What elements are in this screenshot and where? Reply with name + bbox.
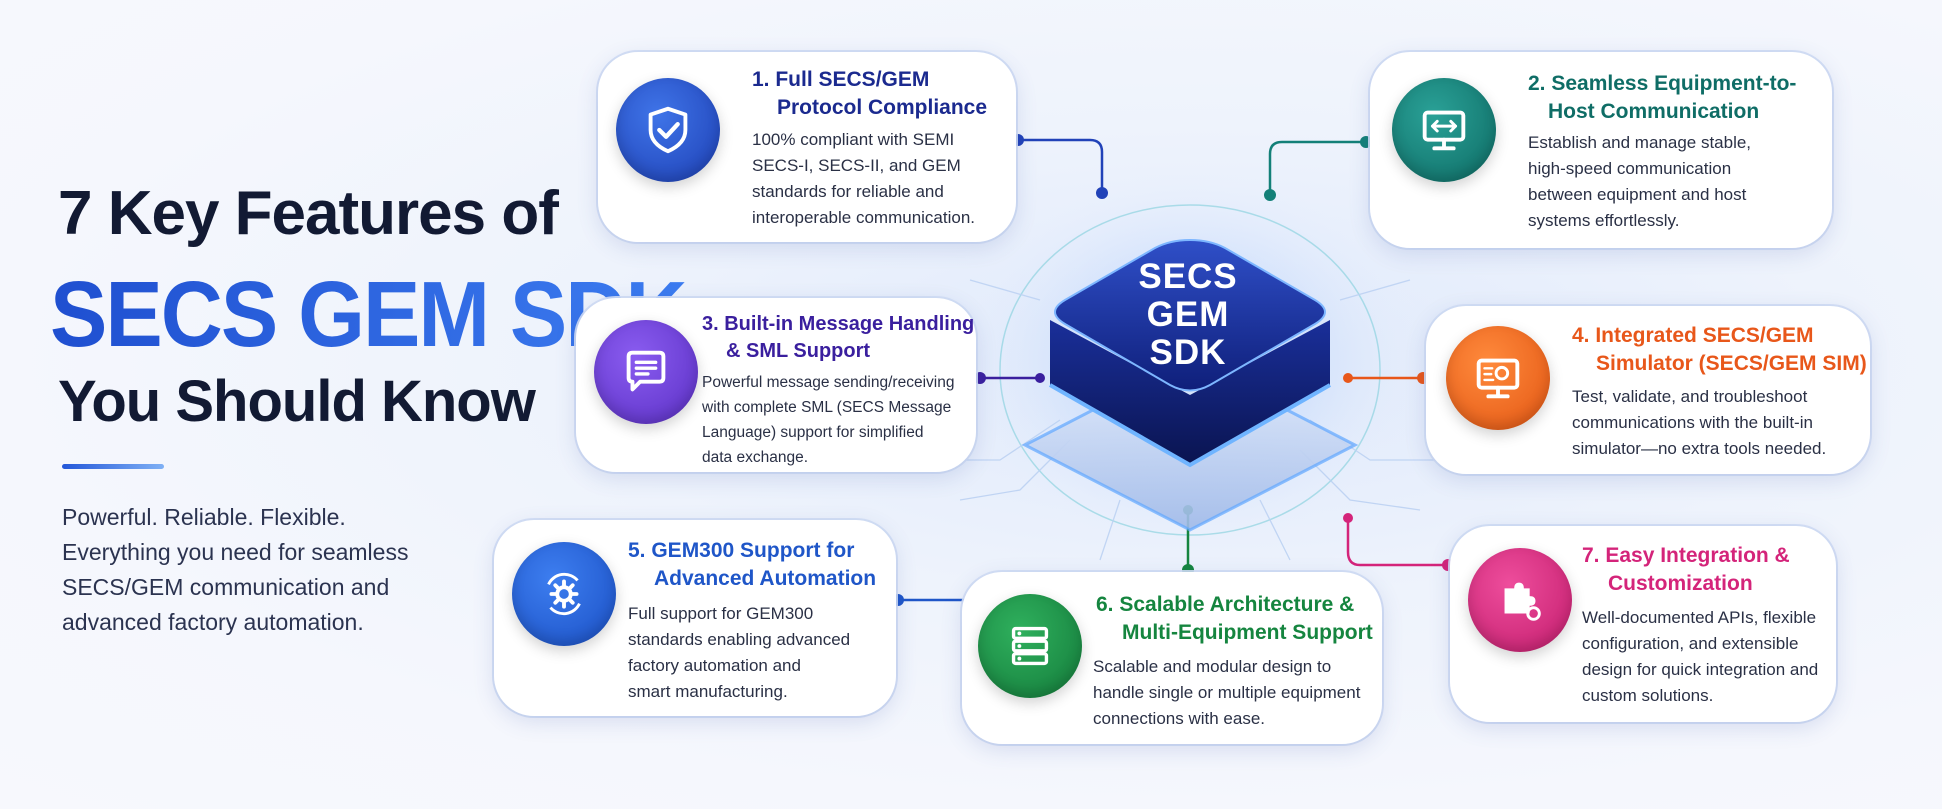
feature-title-1: 1. Full SECS/GEM Protocol Compliance: [752, 68, 988, 119]
simulator-monitor-icon: [1446, 326, 1550, 430]
sdk-chip-graphic: [1021, 238, 1359, 532]
shield-check-icon: [616, 78, 720, 182]
chip-label-line: GEM: [1146, 295, 1230, 334]
feature-title-7: 7. Easy Integration & Customization: [1582, 544, 1790, 595]
message-bubble-icon: [594, 320, 698, 424]
headline-line3: You Should Know: [58, 369, 536, 434]
chip-label: SECS GEM SDK: [1118, 258, 1258, 372]
feature-desc-2: Establish and manage stable,high-speed c…: [1528, 133, 1752, 230]
puzzle-gear-icon: [1468, 548, 1572, 652]
feature-title-4: 4. Integrated SECS/GEM Simulator (SECS/G…: [1572, 324, 1867, 375]
tagline-line: SECS/GEM communication and: [62, 574, 390, 600]
monitor-arrows-icon: [1392, 78, 1496, 182]
tagline-line: advanced factory automation.: [62, 609, 364, 635]
accent-divider: [62, 464, 164, 469]
feature-title-2: 2. Seamless Equipment-to- Host Communica…: [1528, 72, 1797, 123]
feature-title-5: 5. GEM300 Support for Advanced Automatio…: [628, 539, 877, 590]
tagline-line: Everything you need for seamless: [62, 539, 409, 565]
tagline-line: Powerful. Reliable. Flexible.: [62, 504, 346, 530]
feature-title-6: 6. Scalable Architecture & Multi-Equipme…: [1096, 593, 1373, 644]
chip-label-line: SECS: [1138, 257, 1238, 296]
server-stack-icon: [978, 594, 1082, 698]
headline-line1: 7 Key Features of: [58, 179, 559, 248]
chip-label-line: SDK: [1149, 333, 1227, 372]
gear-cycle-icon: [512, 542, 616, 646]
feature-title-3: 3. Built-in Message Handling & SML Suppo…: [702, 313, 975, 362]
tagline: Powerful. Reliable. Flexible. Everything…: [62, 500, 462, 640]
